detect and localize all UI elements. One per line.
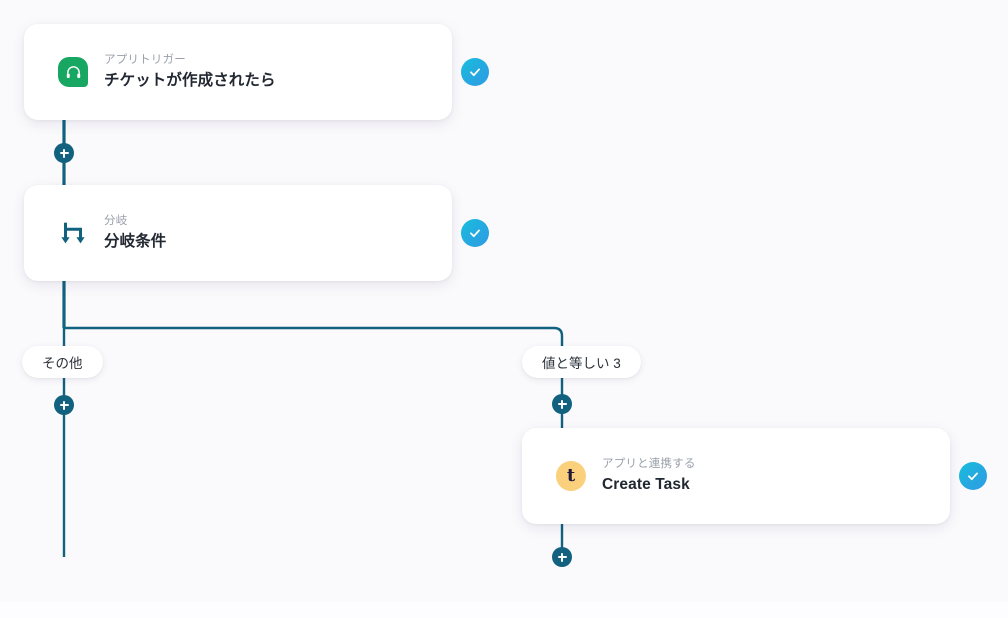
node-title: 分岐条件: [104, 233, 167, 250]
node-kicker: 分岐: [104, 215, 128, 227]
todoist-icon-letter: t: [556, 461, 586, 491]
headset-icon: [58, 57, 88, 87]
branch-fork-icon: [58, 218, 88, 248]
edge-split-bar: [64, 326, 564, 346]
todoist-icon: t: [556, 461, 586, 491]
workflow-node-trigger[interactable]: アプリトリガー チケットが作成されたら: [24, 24, 452, 120]
add-step-button-right-branch[interactable]: [552, 394, 572, 414]
node-title: Create Task: [602, 476, 690, 493]
add-step-button-left-branch[interactable]: [54, 395, 74, 415]
check-icon: [470, 229, 480, 238]
canvas-bottom-band: [0, 602, 1008, 618]
node-title: チケットが作成されたら: [104, 72, 276, 89]
branch-label-equals[interactable]: 値と等しい 3: [522, 346, 641, 378]
status-badge[interactable]: [461, 58, 489, 86]
node-text-block: アプリと連携する Create Task: [602, 457, 696, 495]
add-step-button[interactable]: [54, 143, 74, 163]
add-step-button-after-action[interactable]: [552, 547, 572, 567]
check-icon: [470, 68, 480, 77]
node-text-block: アプリトリガー チケットが作成されたら: [104, 53, 276, 91]
check-icon: [968, 472, 978, 481]
node-text-block: 分岐 分岐条件: [104, 214, 166, 252]
branch-label-other[interactable]: その他: [22, 346, 103, 378]
node-kicker: アプリトリガー: [104, 54, 186, 66]
workflow-node-action[interactable]: t アプリと連携する Create Task: [522, 428, 950, 524]
workflow-node-branch[interactable]: 分岐 分岐条件: [24, 185, 452, 281]
status-badge[interactable]: [461, 219, 489, 247]
node-kicker: アプリと連携する: [602, 458, 696, 470]
status-badge[interactable]: [959, 462, 987, 490]
